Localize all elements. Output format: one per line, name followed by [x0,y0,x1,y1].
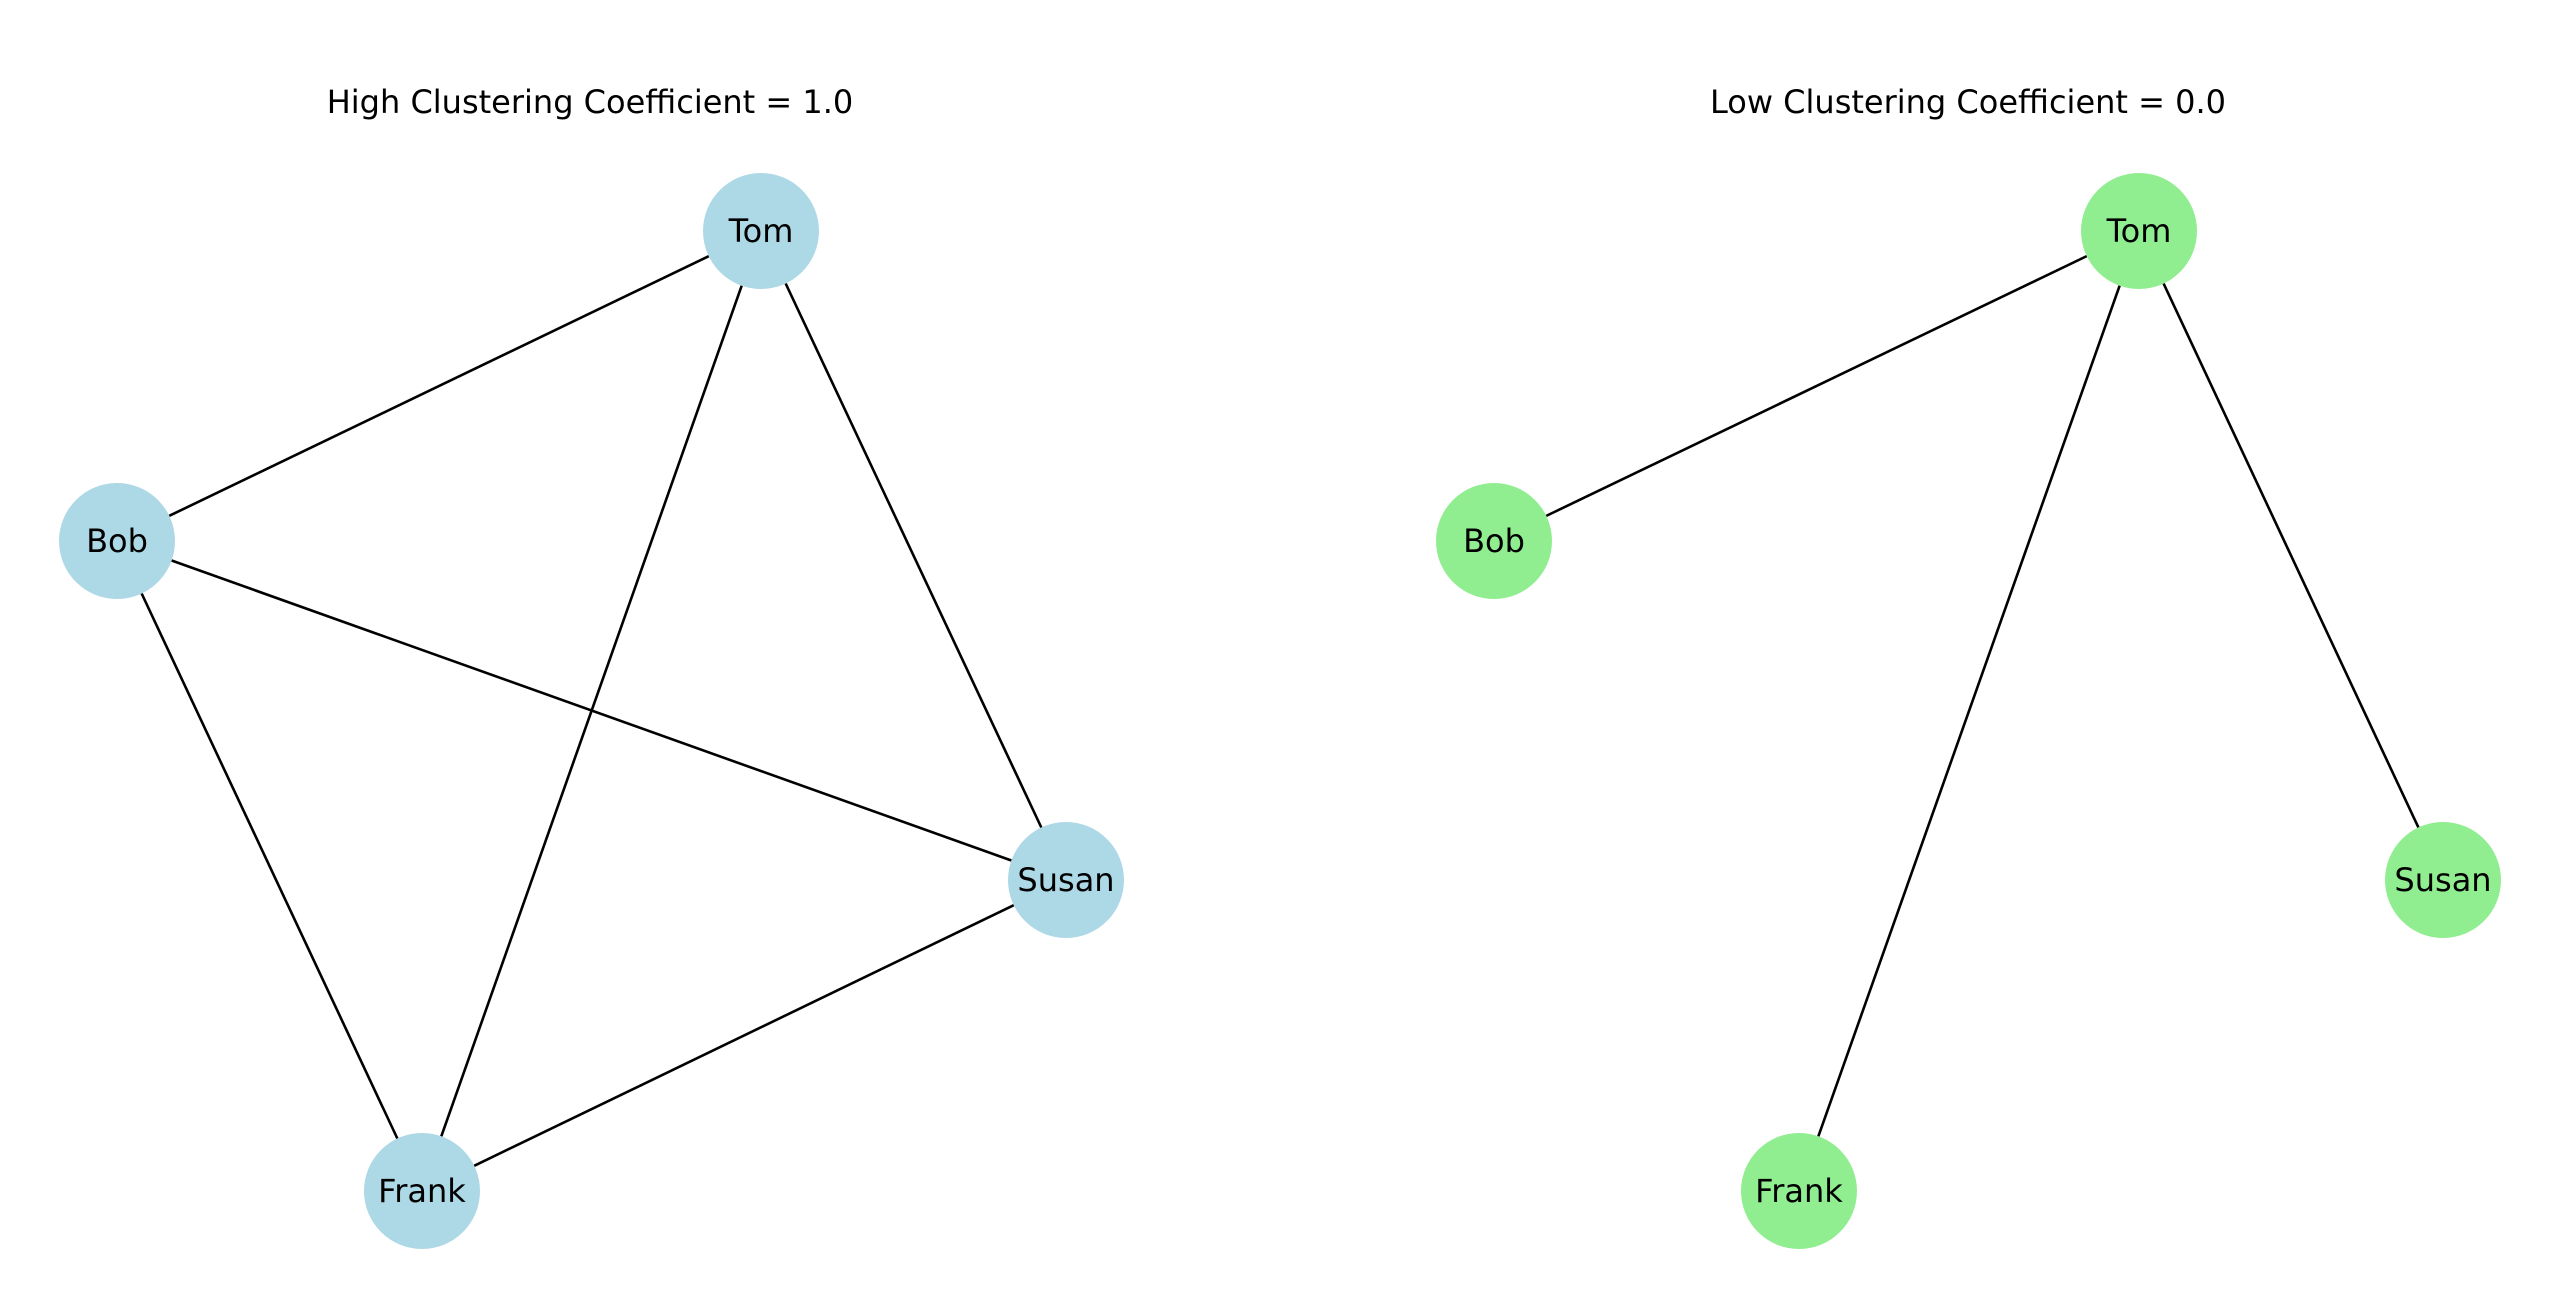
node-label: Frank [378,1172,466,1210]
node-susan: Susan [2385,822,2501,938]
panel-title-low: Low Clustering Coefficient = 0.0 [1710,83,2226,121]
node-circle [2081,173,2197,289]
edge-bob-susan [171,559,1012,862]
panel-low: Low Clustering Coefficient = 0.0 TomBobS… [1436,83,2501,1249]
node-label: Tom [2106,212,2172,250]
node-bob: Bob [59,483,175,599]
node-bob: Bob [1436,483,1552,599]
node-tom: Tom [703,173,819,289]
node-tom: Tom [2081,173,2197,289]
node-circle [364,1133,480,1249]
node-circle [1436,483,1552,599]
edge-tom-bob [168,254,710,518]
edge-tom-susan [2162,282,2420,829]
node-label: Susan [2394,861,2491,899]
node-circle [703,173,819,289]
edge-tom-frank [1817,285,2121,1137]
edge-tom-susan [784,282,1043,829]
node-circle [1741,1133,1857,1249]
node-label: Bob [86,522,148,560]
edges-low [1545,254,2420,1137]
node-label: Tom [728,212,794,250]
edge-bob-frank [140,592,399,1140]
panel-high: High Clustering Coefficient = 1.0 TomBob… [59,83,1124,1249]
edge-tom-bob [1545,254,2088,518]
node-label: Susan [1017,861,1114,899]
edges-high [140,254,1043,1167]
node-susan: Susan [1008,822,1124,938]
panel-title-high: High Clustering Coefficient = 1.0 [327,83,854,121]
node-circle [1008,822,1124,938]
node-label: Frank [1755,1172,1843,1210]
node-frank: Frank [364,1133,480,1249]
node-frank: Frank [1741,1133,1857,1249]
node-circle [59,483,175,599]
node-label: Bob [1463,522,1525,560]
edge-susan-frank [473,904,1015,1167]
node-circle [2385,822,2501,938]
